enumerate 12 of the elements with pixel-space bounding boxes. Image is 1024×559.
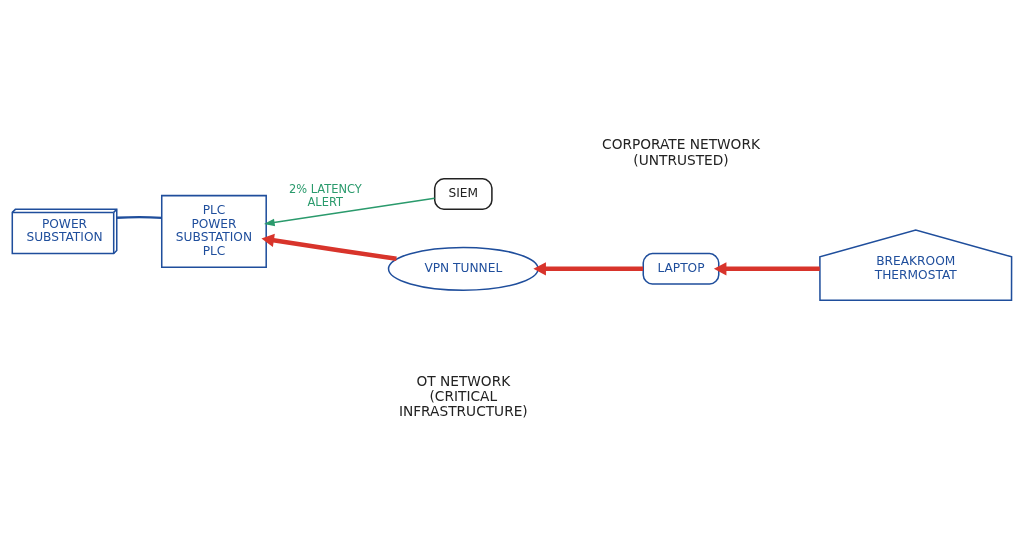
- edge-label: 2% LATENCY ALERT: [288, 182, 362, 210]
- arrow: [533, 262, 644, 276]
- node-ellipse: VPN TUNNEL: [387, 246, 539, 291]
- arrow: [713, 262, 820, 276]
- label: CORPORATE NETWORK (UNTRUSTED): [602, 136, 760, 168]
- node-box: LAPTOP: [642, 252, 720, 285]
- node-box: PLC POWER SUBSTATION PLC: [160, 194, 267, 269]
- connector: [116, 216, 162, 219]
- label: OT NETWORK (CRITICAL INFRASTRUCTURE): [398, 372, 528, 420]
- node-box: SIEM: [433, 178, 493, 211]
- arrow: [263, 197, 436, 227]
- arrow: [261, 233, 397, 262]
